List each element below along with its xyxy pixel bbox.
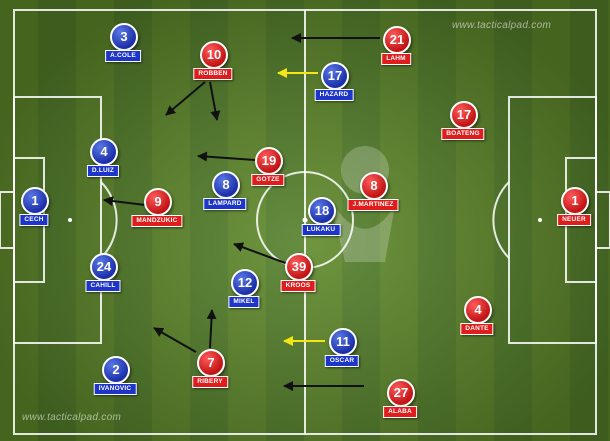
- player-name: KROOS: [280, 280, 316, 292]
- player-name: CECH: [19, 214, 49, 226]
- player-name: LUKAKU: [301, 224, 341, 236]
- player-number: 17: [450, 101, 478, 129]
- player-number: 8: [360, 172, 388, 200]
- player-name: RIBERY: [192, 376, 228, 388]
- movement-arrows: [103, 33, 380, 391]
- player-number: 7: [197, 349, 225, 377]
- player-name: LAHM: [381, 53, 411, 65]
- player-number: 9: [144, 188, 172, 216]
- player-name: MIKEL: [228, 296, 260, 308]
- player-name: BOATENG: [441, 128, 485, 140]
- player-name: D.LUIZ: [86, 165, 120, 177]
- arrow-ribery-back: [153, 327, 197, 353]
- player-number: 12: [231, 269, 259, 297]
- player-name: DANTE: [460, 323, 494, 335]
- player-number: 21: [383, 26, 411, 54]
- pitch-spots: [68, 217, 542, 223]
- player-number: 10: [200, 41, 228, 69]
- player-name: HAZARD: [314, 89, 354, 101]
- player-name: LAMPARD: [203, 198, 247, 210]
- player-number: 4: [90, 138, 118, 166]
- player-number: 11: [329, 328, 357, 356]
- watermark-bottom: www.tacticalpad.com: [22, 412, 122, 423]
- player-name: ALABA: [383, 406, 417, 418]
- watermark-top: www.tacticalpad.com: [452, 20, 552, 31]
- player-name: MANDZUKIC: [131, 215, 183, 227]
- arrow-robben-back: [165, 81, 206, 116]
- player-number: 24: [90, 253, 118, 281]
- player-name: CAHILL: [85, 280, 121, 292]
- player-name: OSCAR: [324, 355, 360, 367]
- player-number: 2: [102, 356, 130, 384]
- arrow-gotze: [197, 151, 256, 162]
- player-number: 39: [285, 253, 313, 281]
- player-name: ROBBEN: [193, 68, 233, 80]
- player-number: 8: [212, 171, 240, 199]
- player-name: GOTZE: [251, 174, 285, 186]
- player-number: 17: [321, 62, 349, 90]
- player-number: 18: [308, 197, 336, 225]
- player-name: IVANOVIC: [93, 383, 137, 395]
- player-number: 3: [110, 23, 138, 51]
- player-number: 27: [387, 379, 415, 407]
- player-number: 4: [464, 296, 492, 324]
- player-number: 19: [255, 147, 283, 175]
- arrow-mandzukic: [103, 196, 146, 207]
- player-name: J.MARTINEZ: [347, 199, 399, 211]
- player-number: 1: [21, 187, 49, 215]
- arrow-robben-down: [209, 81, 221, 121]
- arrow-kroos: [233, 242, 289, 265]
- player-name: A.COLE: [105, 50, 141, 62]
- player-name: NEUER: [557, 214, 591, 226]
- arrow-ribery-up: [206, 309, 217, 349]
- player-number: 1: [561, 187, 589, 215]
